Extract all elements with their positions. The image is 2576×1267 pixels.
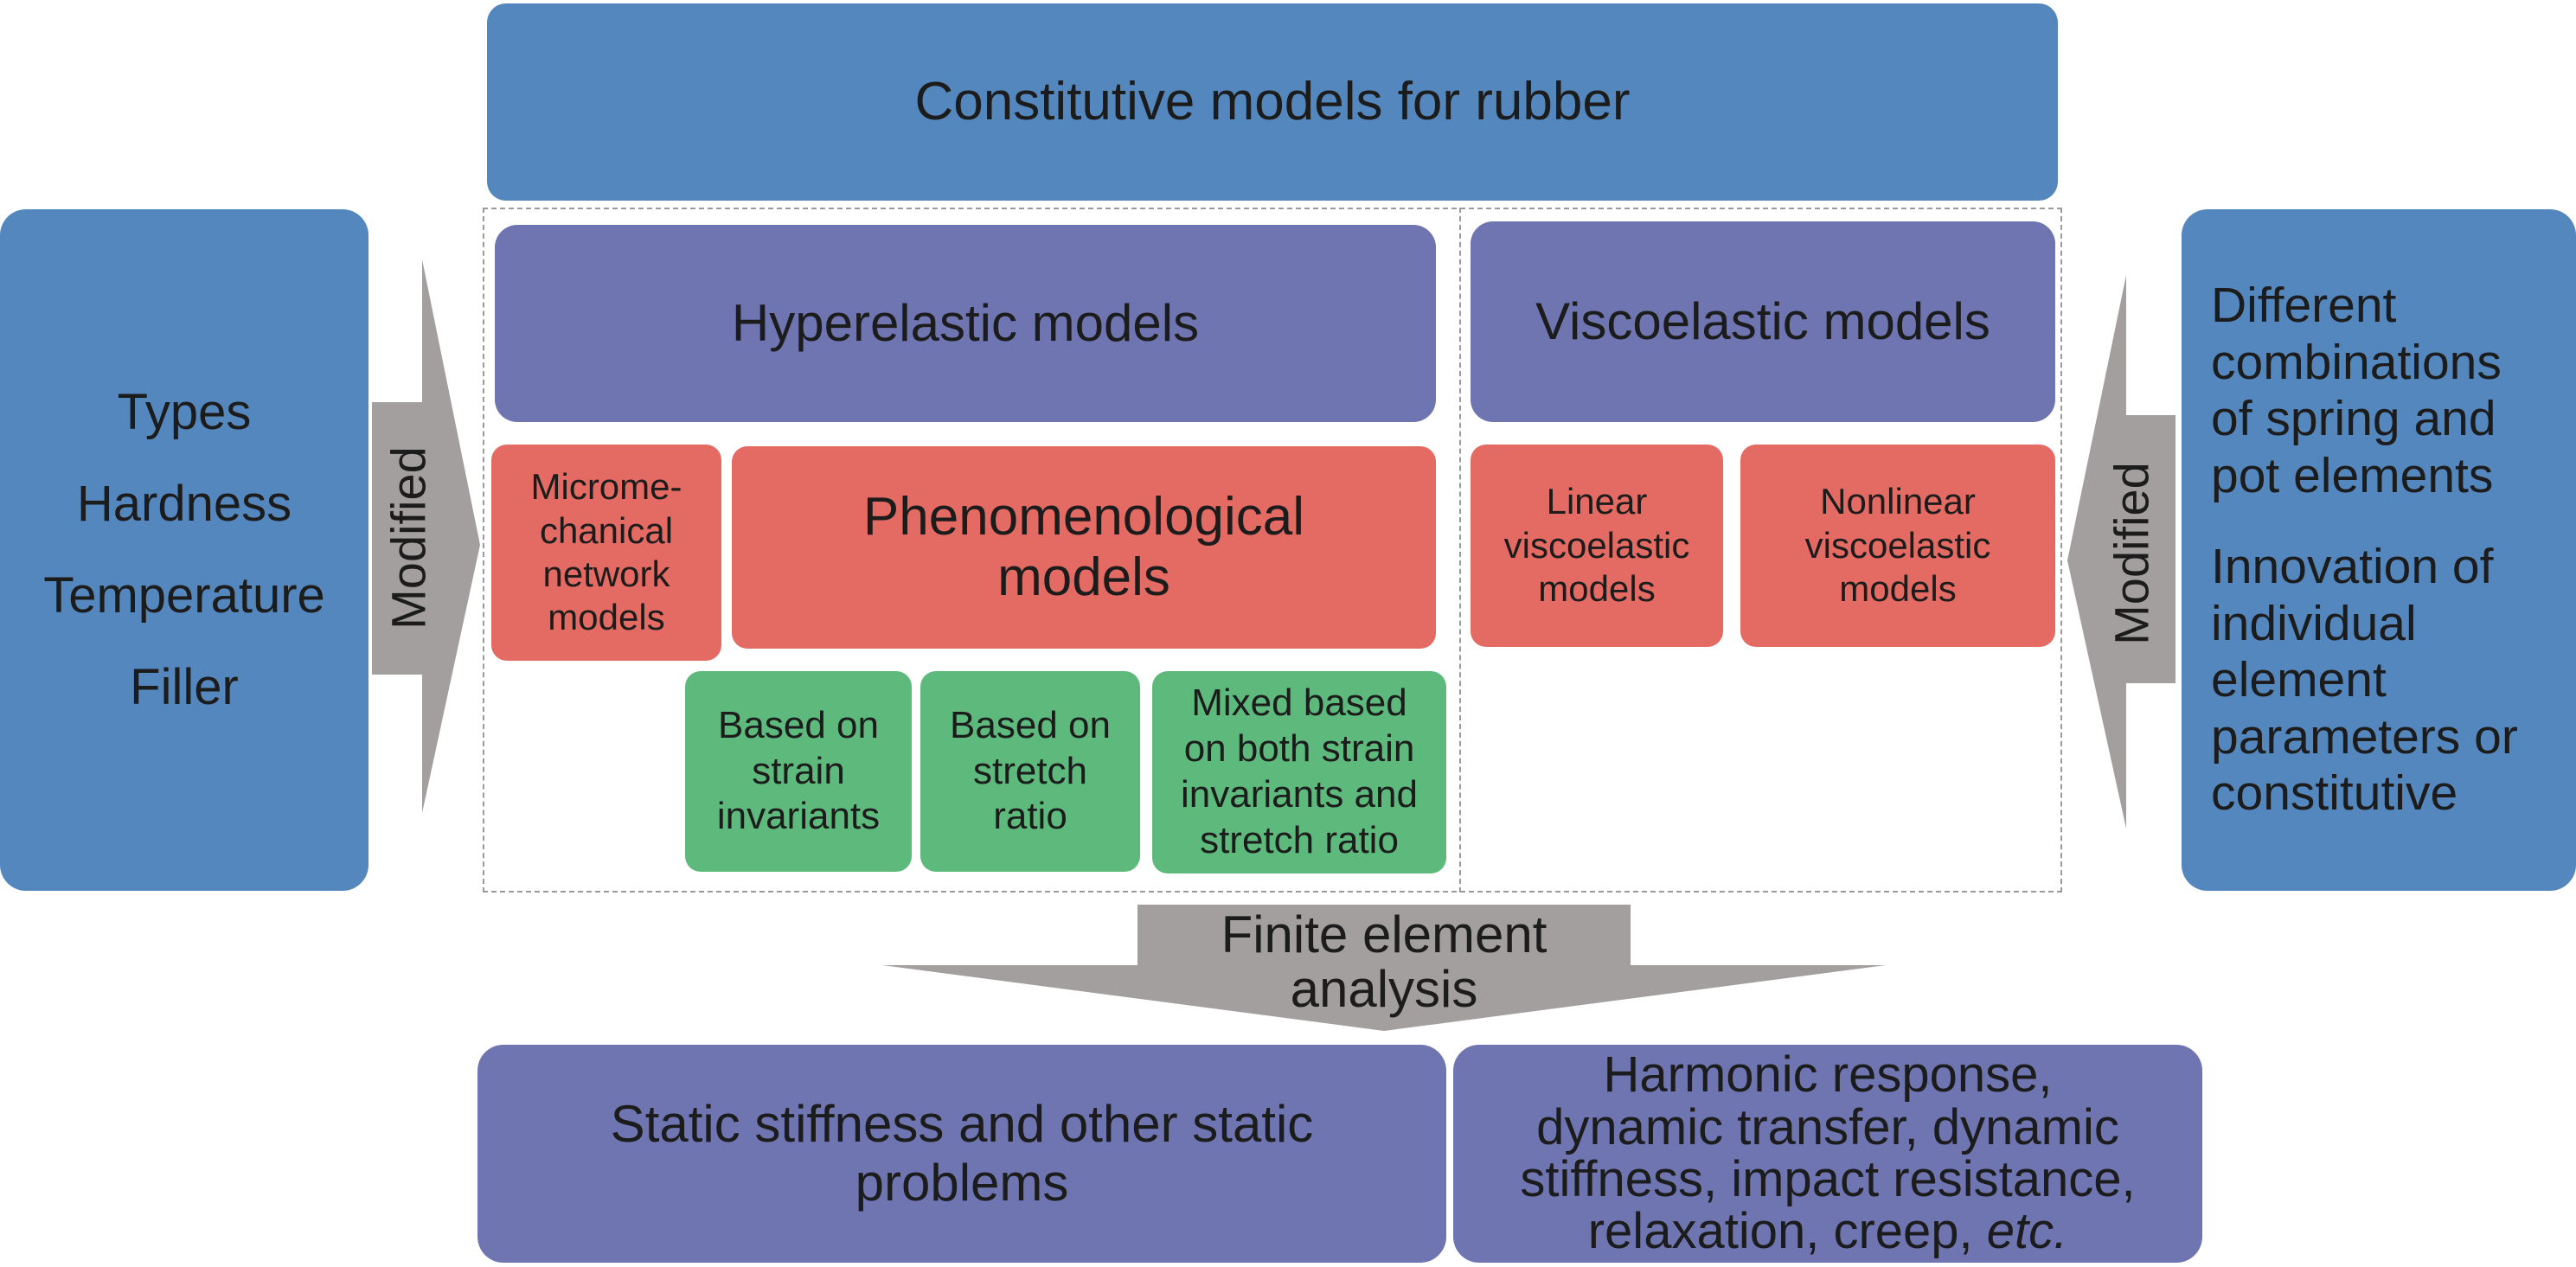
micromechanical-text: models xyxy=(548,597,665,638)
nonlinear-viscoelastic-text: viscoelastic xyxy=(1804,524,1991,566)
mixed-based-text: Mixed based xyxy=(1191,681,1407,725)
linear-viscoelastic-text: viscoelastic xyxy=(1503,524,1690,566)
dynamic-problems-text: Harmonic response, xyxy=(1603,1046,2053,1104)
dynamic-problems-box: Harmonic response, dynamic transfer, dyn… xyxy=(1453,1045,2202,1263)
models-frame xyxy=(483,208,2062,893)
stretch-ratio-text: ratio xyxy=(993,795,1067,838)
right-arrow-label: Modified xyxy=(2104,462,2159,645)
strain-invariants-text: invariants xyxy=(716,795,881,838)
mixed-based-text: stretch ratio xyxy=(1200,818,1399,861)
phenomenological-text: Phenomenological xyxy=(862,486,1305,547)
modification-text: combinations xyxy=(2211,334,2502,390)
left-modified-arrow xyxy=(372,259,480,813)
strain-invariants-text: Based on xyxy=(718,703,879,746)
factors-panel: Types Hardness Temperature Filler xyxy=(0,209,368,891)
static-problems-box: Static stiffness and other static proble… xyxy=(477,1045,1446,1263)
dynamic-problems-text: dynamic transfer, dynamic xyxy=(1536,1098,2119,1155)
dynamic-problems-etc: etc. xyxy=(1986,1203,2068,1260)
factor-item: Temperature xyxy=(43,567,325,624)
dynamic-problems-text: relaxation, creep, xyxy=(1587,1203,1987,1260)
hyperelastic-label: Hyperelastic models xyxy=(731,294,1200,353)
mixed-based-text: invariants and xyxy=(1181,773,1418,816)
strain-invariants-box: Based on strain invariants xyxy=(685,671,912,872)
micromechanical-text: chanical xyxy=(539,509,674,551)
viscoelastic-label: Viscoelastic models xyxy=(1535,292,1990,351)
linear-viscoelastic-box: Linear viscoelastic models xyxy=(1471,445,1723,647)
viscoelastic-header: Viscoelastic models xyxy=(1471,221,2055,422)
modification-text: Different xyxy=(2211,278,2397,334)
nonlinear-viscoelastic-text: Nonlinear xyxy=(1820,481,1976,522)
fea-label: Finite element analysis xyxy=(1137,905,1631,1019)
models-divider xyxy=(1459,208,1461,893)
dynamic-problems-last-line: relaxation, creep, etc. xyxy=(1588,1206,2068,1257)
left-arrow-label: Modified xyxy=(381,446,436,630)
hyperelastic-header: Hyperelastic models xyxy=(495,225,1436,422)
mixed-based-box: Mixed based on both strain invariants an… xyxy=(1152,671,1446,873)
right-modified-arrow xyxy=(2067,275,2176,829)
modification-text: parameters or xyxy=(2211,708,2518,765)
modification-text: constitutive xyxy=(2211,765,2458,822)
phenomenological-models-box: Phenomenological models xyxy=(732,446,1436,649)
title-box: Constitutive models for rubber xyxy=(487,3,2058,201)
static-problems-text: Static stiffness and other static xyxy=(610,1095,1314,1154)
modification-text: Innovation of xyxy=(2211,539,2494,595)
modification-text: individual xyxy=(2211,595,2417,651)
mixed-based-text: on both strain xyxy=(1183,727,1415,771)
fea-label-line: Finite element xyxy=(1221,905,1548,963)
diagram-title: Constitutive models for rubber xyxy=(914,71,1631,131)
micromechanical-models-box: Microme- chanical network models xyxy=(491,445,721,661)
stretch-ratio-text: Based on xyxy=(950,703,1111,746)
micromechanical-text: Microme- xyxy=(530,466,682,508)
phenomenological-text: models xyxy=(997,547,1170,607)
modification-text: pot elements xyxy=(2211,447,2494,503)
stretch-ratio-text: stretch xyxy=(972,749,1088,792)
stretch-ratio-box: Based on stretch ratio xyxy=(920,671,1140,872)
modification-panel: Different combinations of spring and pot… xyxy=(2182,209,2576,891)
factor-item: Hardness xyxy=(76,476,292,532)
nonlinear-viscoelastic-box: Nonlinear viscoelastic models xyxy=(1740,445,2055,647)
static-problems-text: problems xyxy=(855,1154,1069,1212)
fea-label-line: analysis xyxy=(1290,960,1478,1018)
fea-arrow xyxy=(882,905,1886,1031)
factor-item: Filler xyxy=(130,659,239,715)
linear-viscoelastic-text: Linear xyxy=(1546,481,1648,522)
micromechanical-text: network xyxy=(542,554,670,594)
modification-text: element xyxy=(2211,652,2387,708)
strain-invariants-text: strain xyxy=(752,749,845,792)
linear-viscoelastic-text: models xyxy=(1538,568,1656,610)
nonlinear-viscoelastic-text: models xyxy=(1839,568,1957,610)
modification-text: of spring and xyxy=(2211,391,2496,447)
factor-item: Types xyxy=(117,384,252,440)
factors-list: Types Hardness Temperature Filler xyxy=(43,367,325,733)
dynamic-problems-text: stiffness, impact resistance, xyxy=(1520,1151,2136,1207)
